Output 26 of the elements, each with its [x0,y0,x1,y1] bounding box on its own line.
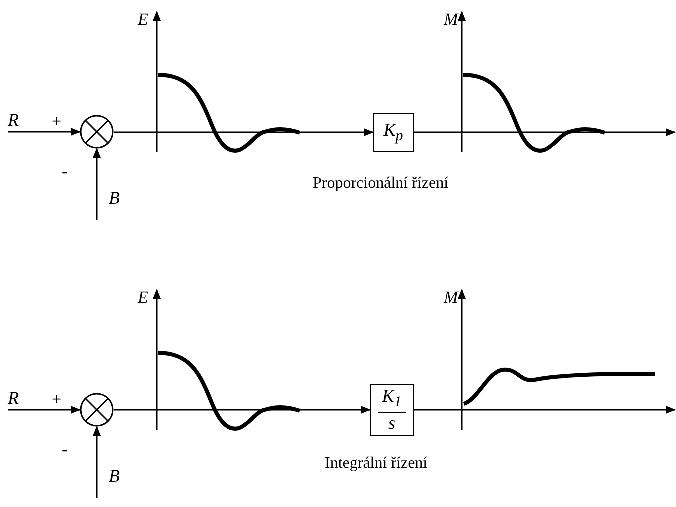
caption: Proporcionální řízení [313,175,449,193]
axis-label: E [138,288,148,308]
axis-label: M [444,10,458,30]
signal-arrow [8,128,81,136]
signal-arrow [114,406,371,414]
output-arrow [414,128,676,136]
signal-arrow [93,426,101,498]
signal-label: B [92,178,120,220]
summing-junction [80,115,114,149]
transfer-block: K$_{p}$ [373,113,414,152]
sign-label: + [52,112,62,132]
axis-label: M [444,288,458,308]
caption: Integrální řízení [325,455,428,473]
signal-label: R [8,110,34,132]
transfer-block: K$_{1}$ s [370,384,414,436]
sign-label: - [62,162,68,182]
axis-label: E [138,10,148,30]
signal-arrow [8,406,81,414]
signal-arrow [114,128,374,136]
summing-junction [80,393,114,427]
sign-label: + [52,390,62,410]
signal-label: B [92,456,120,498]
sign-label: - [62,440,68,460]
signal-arrow [93,148,101,220]
output-arrow [414,406,676,414]
signal-label: R [8,388,34,410]
